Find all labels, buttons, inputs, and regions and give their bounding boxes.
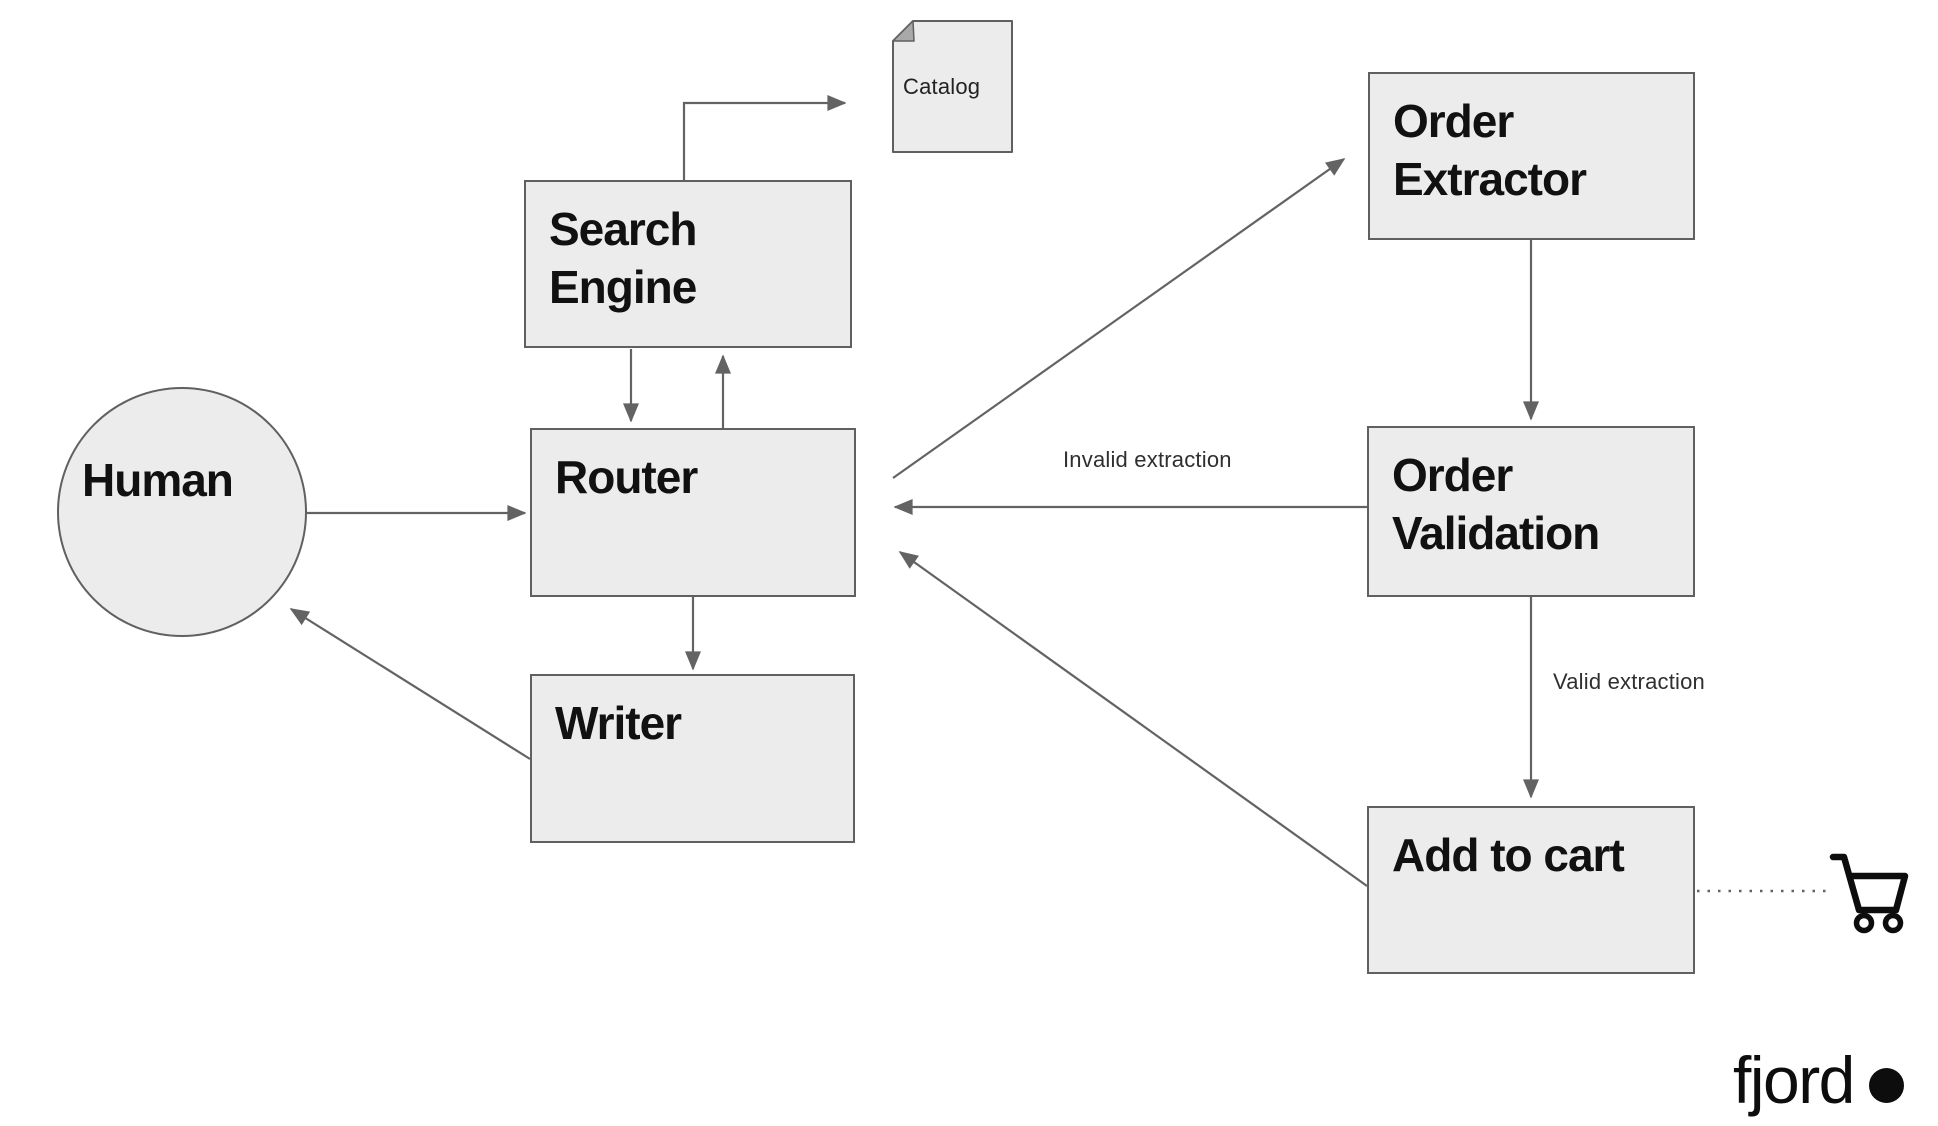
node-order-extractor: Order Extractor xyxy=(1368,72,1695,240)
catalog-document-shape xyxy=(892,20,1013,153)
node-order-extractor-label: Order Extractor xyxy=(1393,95,1587,205)
edge-writer-to-human xyxy=(289,608,531,760)
edge-router-to-order-extractor xyxy=(892,158,1346,479)
brand-dot-icon xyxy=(1868,1067,1904,1103)
node-order-validation: Order Validation xyxy=(1367,426,1695,597)
node-add-to-cart: Add to cart xyxy=(1367,806,1695,974)
node-human-label: Human xyxy=(82,454,234,506)
edge-search-engine-to-catalog xyxy=(682,95,847,180)
node-catalog-label: Catalog xyxy=(903,74,981,99)
document-fold-icon xyxy=(892,20,915,42)
node-add-to-cart-label: Add to cart xyxy=(1392,829,1625,881)
edge-label-invalid-extraction: Invalid extraction xyxy=(1063,447,1232,472)
node-order-validation-label: Order Validation xyxy=(1392,449,1600,559)
brand-logo: fjord xyxy=(1733,1040,1904,1120)
node-writer-label: Writer xyxy=(555,697,682,749)
shopping-cart-icon xyxy=(1829,853,1909,934)
node-search-engine: Search Engine xyxy=(524,180,852,348)
node-writer: Writer xyxy=(530,674,855,843)
node-human: Human xyxy=(57,387,307,637)
node-search-engine-label: Search Engine xyxy=(549,203,697,313)
edge-label-valid-extraction: Valid extraction xyxy=(1553,669,1705,694)
brand-logo-text: fjord xyxy=(1733,1043,1855,1117)
node-router-label: Router xyxy=(555,451,698,503)
edge-add-to-cart-to-router xyxy=(898,551,1368,887)
node-router: Router xyxy=(530,428,856,597)
